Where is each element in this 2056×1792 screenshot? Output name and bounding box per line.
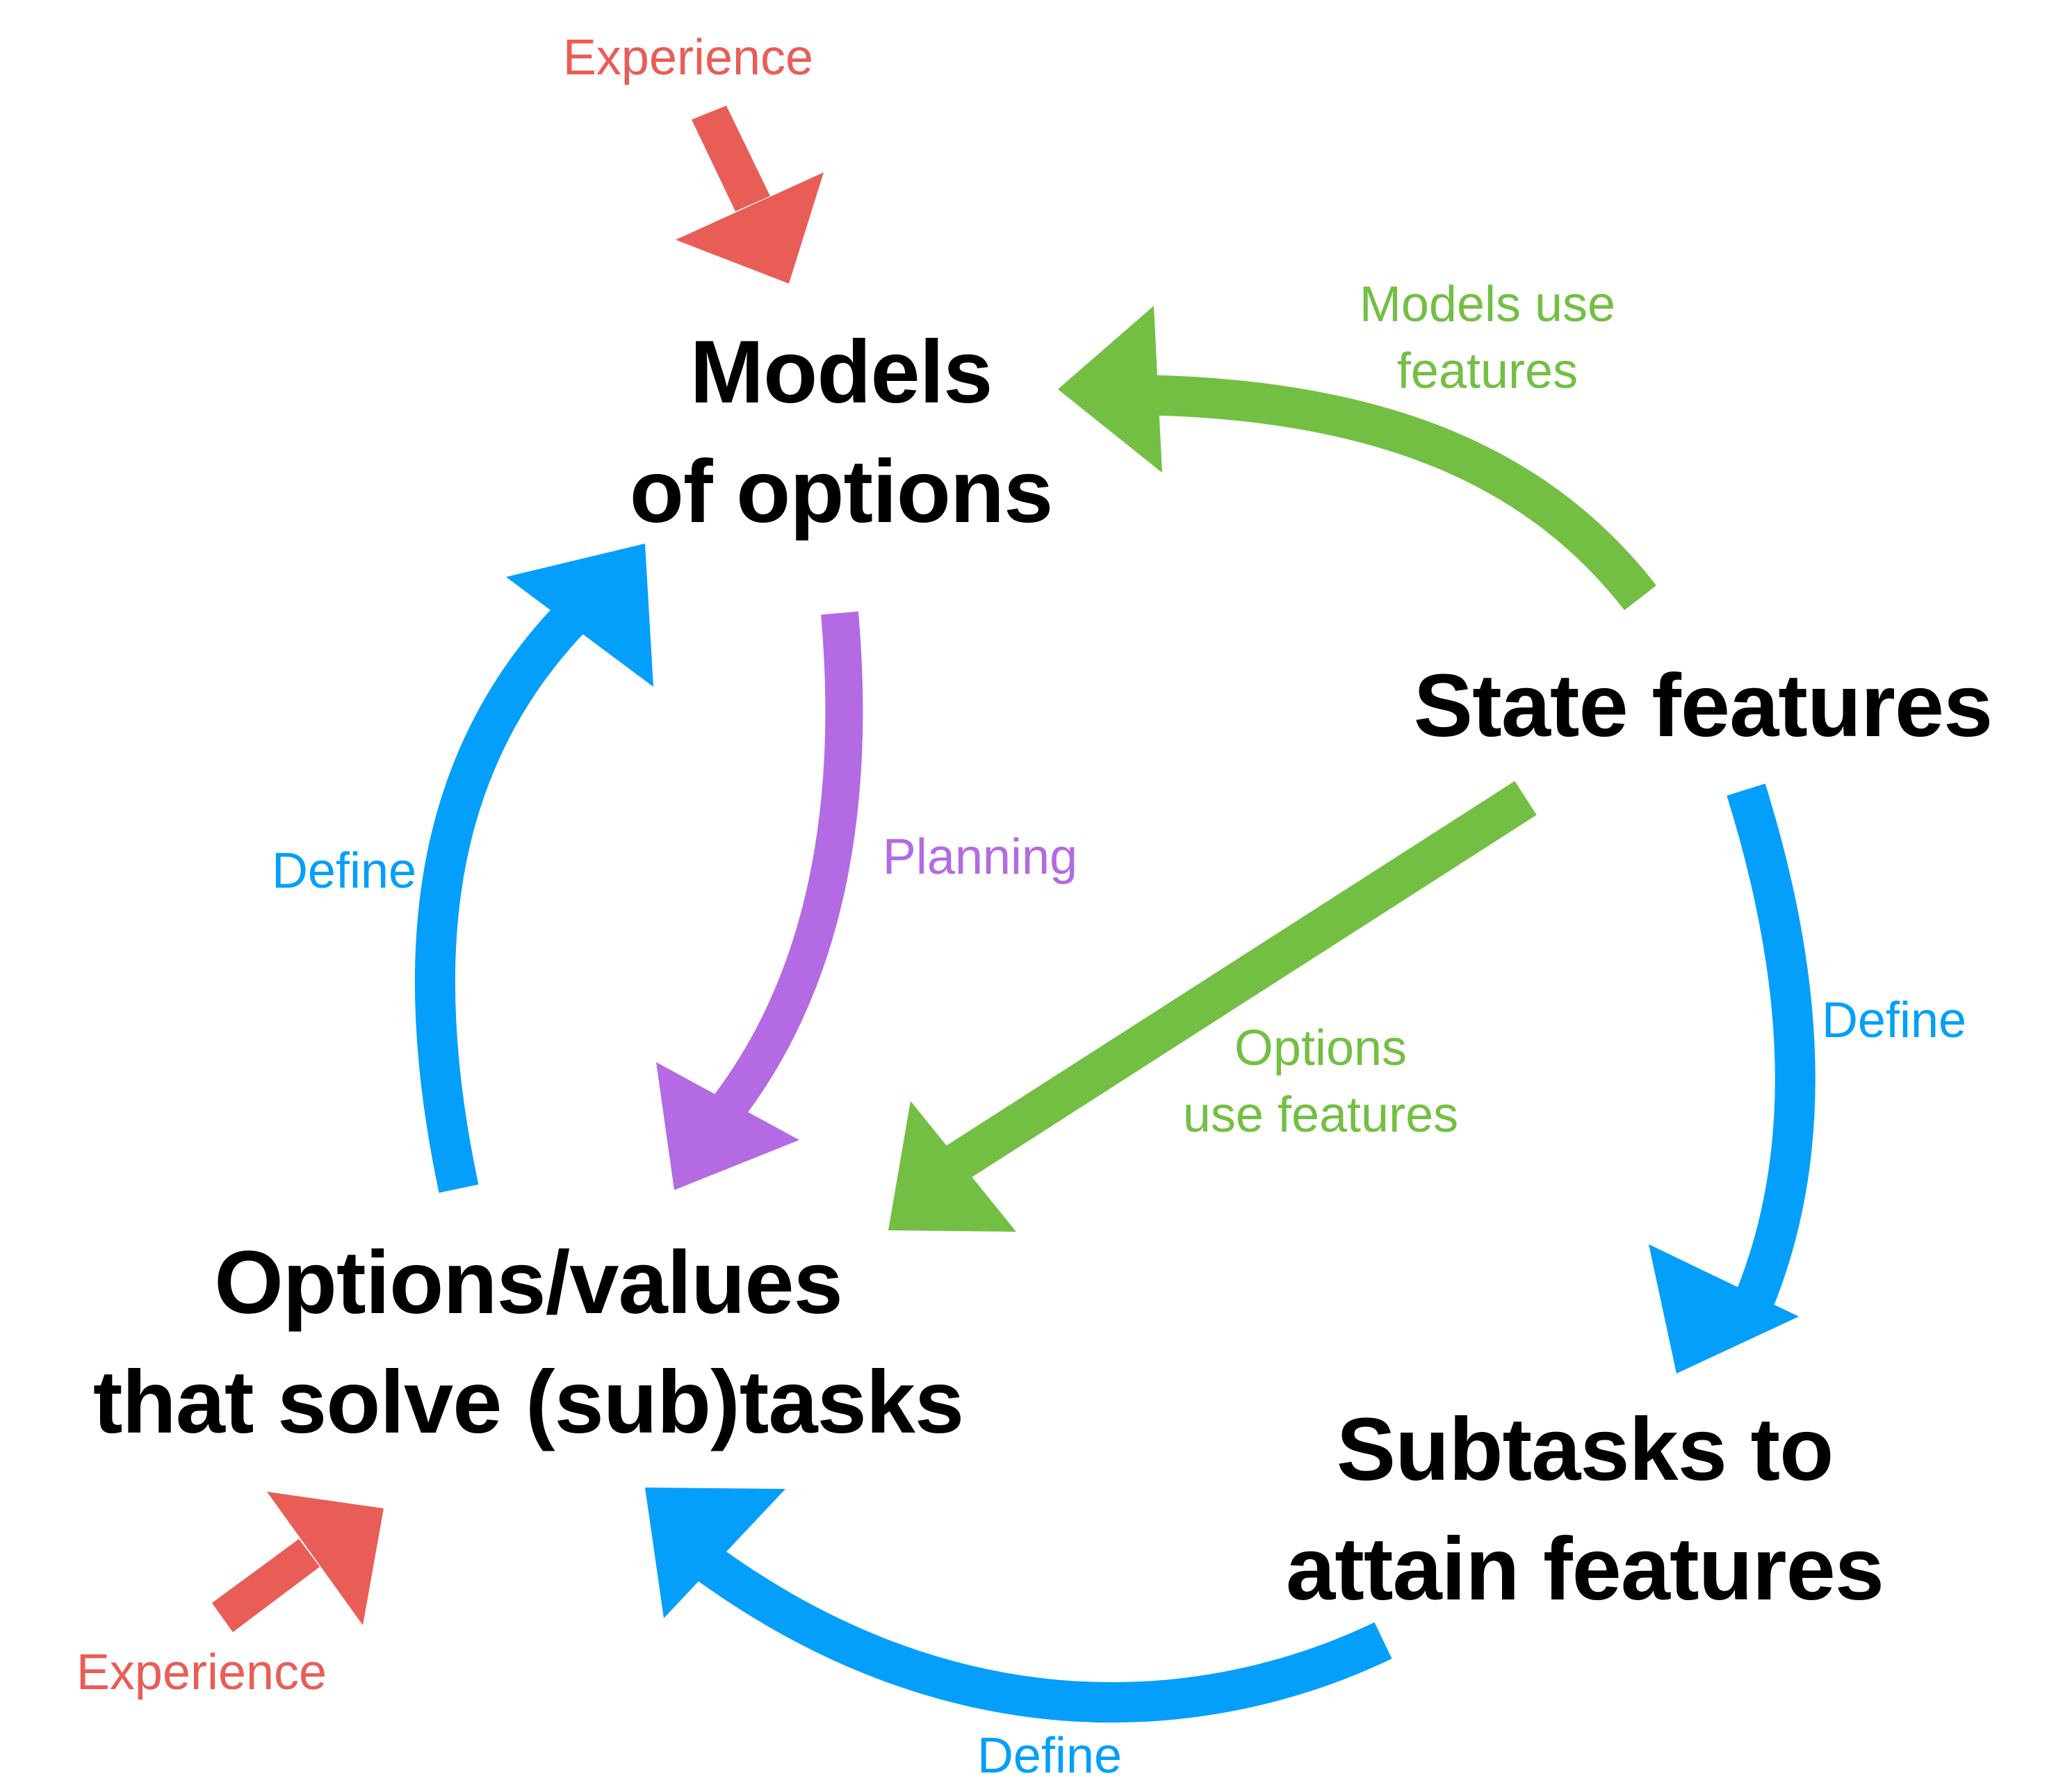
label-experience-top: Experience (514, 24, 862, 91)
label-define-right: Define (1779, 987, 2009, 1054)
define-arrow-left-head (506, 544, 653, 687)
label-experience-bottom-text: Experience (76, 1645, 327, 1700)
node-state-line1: State features (1413, 656, 1993, 756)
models-use-features-arrow (1058, 306, 1656, 610)
label-models-use-features: Models use features (1307, 271, 1668, 405)
options-use-features-arrow-shaft (927, 781, 1537, 1192)
define-arrow-bottom-head (645, 1488, 785, 1618)
define-arrow-left-shaft (414, 605, 585, 1194)
define-arrow-right-head (1649, 1244, 1799, 1374)
define-arrow-right (1649, 783, 1816, 1374)
planning-arrow-shaft (715, 611, 863, 1117)
node-options-line1: Options/values (214, 1233, 843, 1333)
node-options-values: Options/values that solve (sub)tasks (28, 1223, 1029, 1463)
label-planning-text: Planning (882, 829, 1078, 885)
planning-arrow-head (656, 1062, 799, 1190)
label-options-use-features: Options use features (1140, 1015, 1501, 1148)
experience-arrow-bottom-shaft (212, 1539, 320, 1632)
define-arrow-left (414, 544, 653, 1194)
label-define-bottom-text: Define (977, 1728, 1123, 1784)
label-define-left: Define (222, 838, 466, 904)
label-experience-bottom: Experience (28, 1639, 375, 1706)
define-arrow-bottom (645, 1488, 1392, 1723)
label-define-left-text: Define (271, 843, 417, 899)
label-experience-top-text: Experience (562, 30, 814, 85)
experience-arrow-top (676, 106, 824, 284)
models-use-features-arrow-head (1058, 306, 1162, 473)
experience-arrow-top-head (676, 172, 824, 284)
label-define-bottom: Define (938, 1722, 1161, 1789)
label-options-use-line1: Options (1234, 1020, 1408, 1076)
label-options-use-line2: use features (1182, 1087, 1459, 1143)
options-use-features-arrow-head (888, 1101, 1016, 1232)
node-models-line1: Models (690, 323, 993, 422)
label-define-right-text: Define (1821, 993, 1967, 1048)
define-arrow-right-shaft (1727, 783, 1816, 1315)
experience-arrow-bottom (212, 1492, 384, 1632)
node-subtasks: Subtasks to attain features (1223, 1390, 1946, 1629)
label-models-use-line2: features (1396, 343, 1578, 399)
label-models-use-line1: Models use (1359, 277, 1616, 332)
node-state-features: State features (1362, 646, 2043, 766)
experience-arrow-top-shaft (692, 106, 770, 211)
experience-arrow-bottom-head (267, 1492, 384, 1625)
node-subtasks-line1: Subtasks to (1336, 1400, 1834, 1499)
models-use-features-arrow-shaft (1125, 375, 1656, 610)
node-models-line2: of options (629, 442, 1054, 541)
node-subtasks-line2: attain features (1286, 1520, 1884, 1619)
options-use-features-arrow (888, 781, 1537, 1232)
label-planning: Planning (834, 824, 1126, 890)
node-models-of-options: Models of options (556, 313, 1126, 552)
planning-arrow (656, 611, 863, 1190)
define-arrow-bottom-shaft (697, 1547, 1392, 1723)
node-options-line2: that solve (sub)tasks (92, 1353, 964, 1452)
